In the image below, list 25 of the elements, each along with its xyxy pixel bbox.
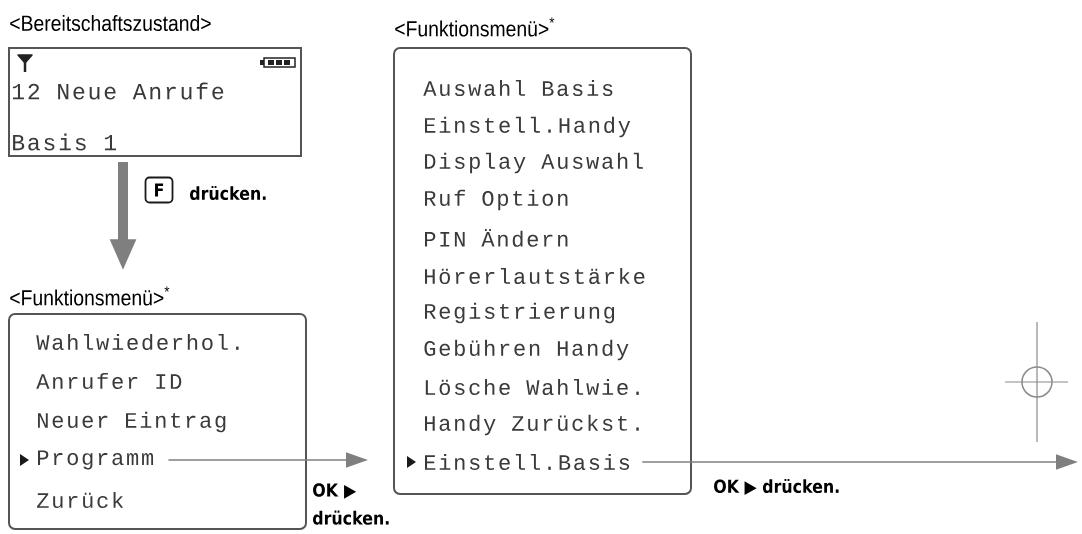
menu-item: PIN Ändern	[425, 229, 568, 247]
menu-item: Anrufer ID	[36, 372, 182, 390]
menu-item: Lösche Wahlwie.	[425, 378, 639, 396]
menu-item: Ruf Option	[425, 189, 568, 211]
keypad-key: F	[144, 176, 174, 204]
display-text: Basis 1	[13, 133, 116, 151]
menu-item: Display Auswahl	[425, 152, 643, 174]
menu-item: Einstell.Basis	[425, 453, 630, 471]
menu-item: Einstell.Handy	[425, 116, 631, 138]
menu-title: <Funktionsmenü>$^{*}$	[395, 17, 555, 37]
edge-label: drücken.	[190, 185, 266, 201]
edge-label: OK ▶ drücken.	[714, 478, 839, 496]
menu-item: Programm	[38, 450, 154, 470]
menu-item: Zurück	[37, 491, 124, 509]
menu-item: Auswahl Basis	[423, 79, 613, 97]
menu-item: Gebühren Handy	[424, 339, 629, 361]
menu-item: Neuer Eintrag	[38, 411, 226, 433]
screen-title: <Bereitschaftszustand>	[10, 14, 211, 32]
menu-item: Registrierung	[425, 302, 615, 324]
menu-item: Hörerlautstärke	[425, 267, 645, 285]
menu-item: Wahlwiederhol.	[36, 333, 239, 351]
display-text: 12 Neue Anrufe	[12, 82, 224, 100]
edge-label: OK ▶ drücken.	[313, 483, 389, 525]
menu-title: <Funktionsmenü>$^{*}$	[10, 286, 170, 306]
menu-item: Handy Zurückst.	[425, 414, 639, 436]
